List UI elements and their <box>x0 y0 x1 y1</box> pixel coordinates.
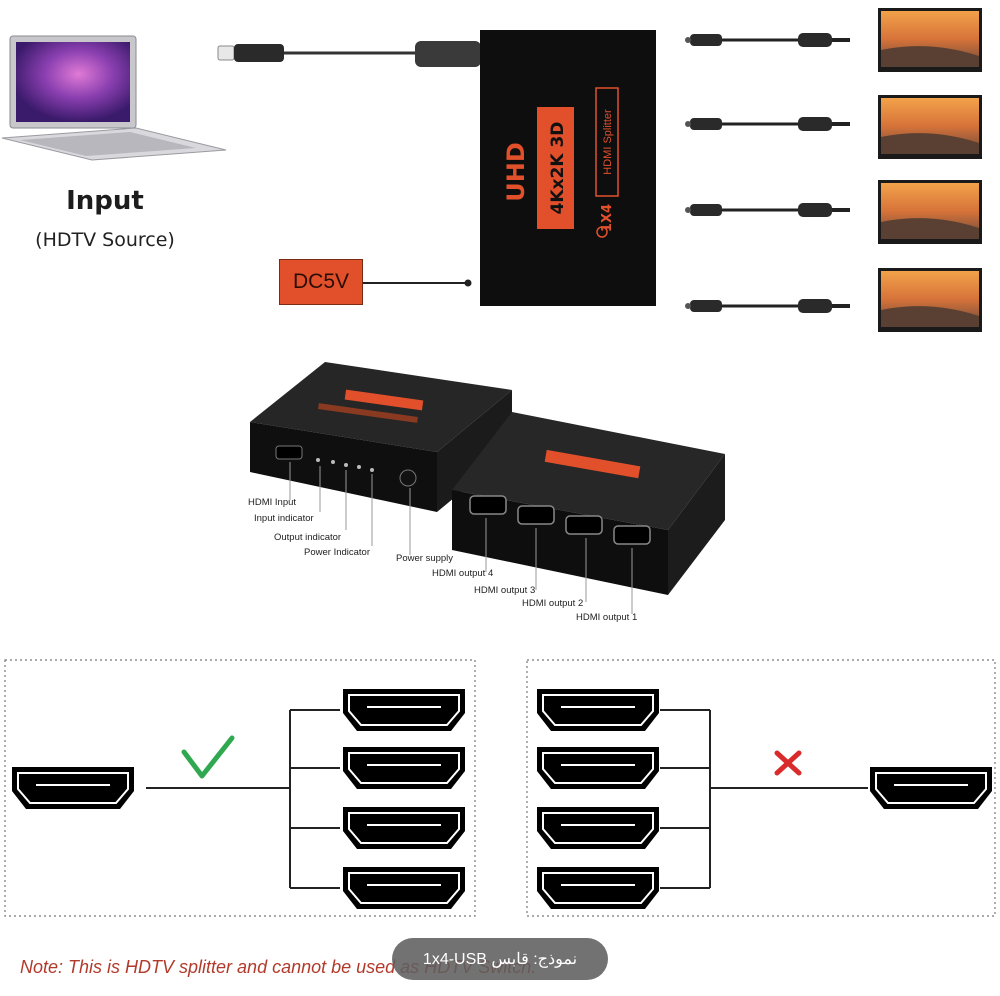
label-hdmi-output-2: HDMI output 2 <box>522 598 583 609</box>
power-label: DC5V <box>279 259 363 305</box>
label-input-indicator: Input indicator <box>254 513 314 524</box>
label-hdmi-input: HDMI Input <box>248 497 296 508</box>
tv-icon <box>878 8 982 72</box>
input-cable <box>217 41 481 67</box>
device-ports-diagram: HDMI Input Input indicator Output indica… <box>248 362 725 623</box>
output-cables <box>685 33 850 313</box>
input-subtitle: (HDTV Source) <box>35 229 175 251</box>
cross-icon <box>774 750 802 776</box>
label-power-indicator: Power Indicator <box>304 547 370 558</box>
switch-incorrect-diagram <box>536 688 993 910</box>
label-hdmi-output-4: HDMI output 4 <box>432 568 493 579</box>
tv-icon <box>878 180 982 244</box>
tv-icon <box>878 268 982 332</box>
device-brand-label: UHD <box>502 142 530 202</box>
label-hdmi-output-3: HDMI output 3 <box>474 585 535 596</box>
usage-diagram <box>4 659 996 917</box>
input-title: Input <box>66 186 144 216</box>
check-icon <box>181 735 235 779</box>
tv-icon <box>878 95 982 159</box>
device-model-label: 1X4 <box>600 204 615 232</box>
tv-displays <box>878 8 982 332</box>
splitter-correct-diagram <box>11 688 466 910</box>
label-hdmi-output-1: HDMI output 1 <box>576 612 637 623</box>
model-caption: نموذج: قابس 1x4-USB <box>392 938 608 980</box>
device-back-view <box>452 412 725 595</box>
splitter-device: UHD 4Kx2K 3D HDMI Splitter 1X4 <box>480 30 656 306</box>
laptop-icon <box>1 35 227 161</box>
device-model-name: HDMI Splitter <box>602 109 614 175</box>
device-front-view <box>250 362 512 512</box>
label-output-indicator: Output indicator <box>274 532 341 543</box>
connection-diagram: UHD 4Kx2K 3D HDMI Splitter 1X4 <box>1 8 982 332</box>
label-power-supply: Power supply <box>396 553 453 564</box>
device-resolution-label: 4Kx2K 3D <box>548 122 568 215</box>
